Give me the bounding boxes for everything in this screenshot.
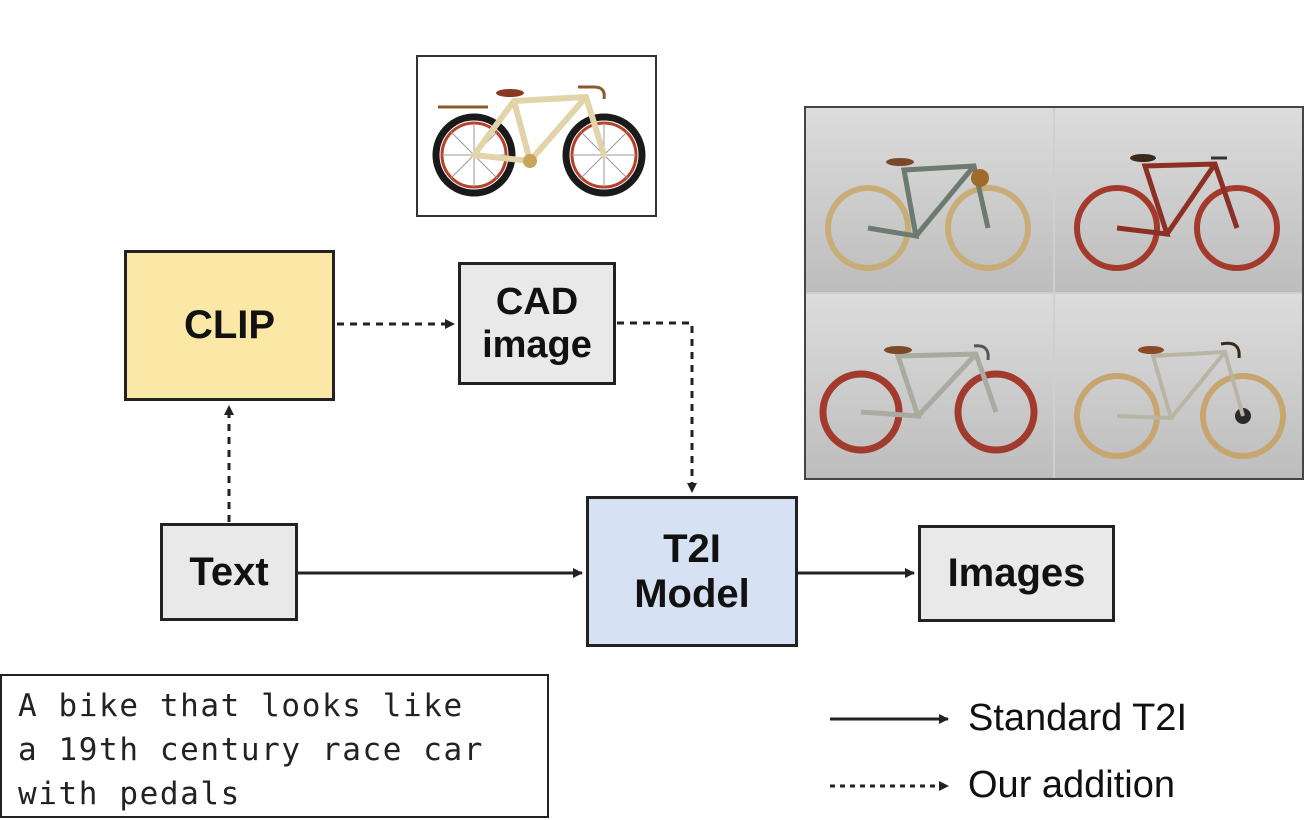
- images-node: Images: [918, 525, 1115, 622]
- prompt-line-3: with pedals: [18, 776, 241, 812]
- legend-standard-label: Standard T2I: [968, 697, 1188, 739]
- t2i-model-node: T2I Model: [586, 496, 798, 647]
- bicycle-photos-icon: [806, 108, 1302, 478]
- bicycle-cad-icon: [432, 85, 646, 197]
- text-label: Text: [189, 549, 269, 594]
- arrow-cad-to-t2i: [617, 321, 697, 493]
- generated-images-grid: [804, 106, 1304, 480]
- prompt-line-2: a 19th century race car: [18, 732, 485, 768]
- clip-label: CLIP: [183, 303, 276, 348]
- images-label: Images: [947, 551, 1086, 596]
- cad-image-node: CAD image: [458, 262, 616, 385]
- prompt-line-1: A bike that looks like: [18, 688, 464, 724]
- cad-image-label-line1: CAD: [495, 280, 579, 323]
- cad-thumbnail-image: [416, 55, 657, 217]
- example-prompt: A bike that looks like a 19th century ra…: [0, 674, 549, 818]
- text-node: Text: [160, 523, 298, 621]
- legend-addition-label: Our addition: [968, 764, 1176, 806]
- clip-node: CLIP: [124, 250, 335, 401]
- t2i-label-line1: T2I: [663, 526, 721, 571]
- t2i-label-line2: Model: [634, 571, 750, 616]
- cad-image-label-line2: image: [482, 323, 592, 366]
